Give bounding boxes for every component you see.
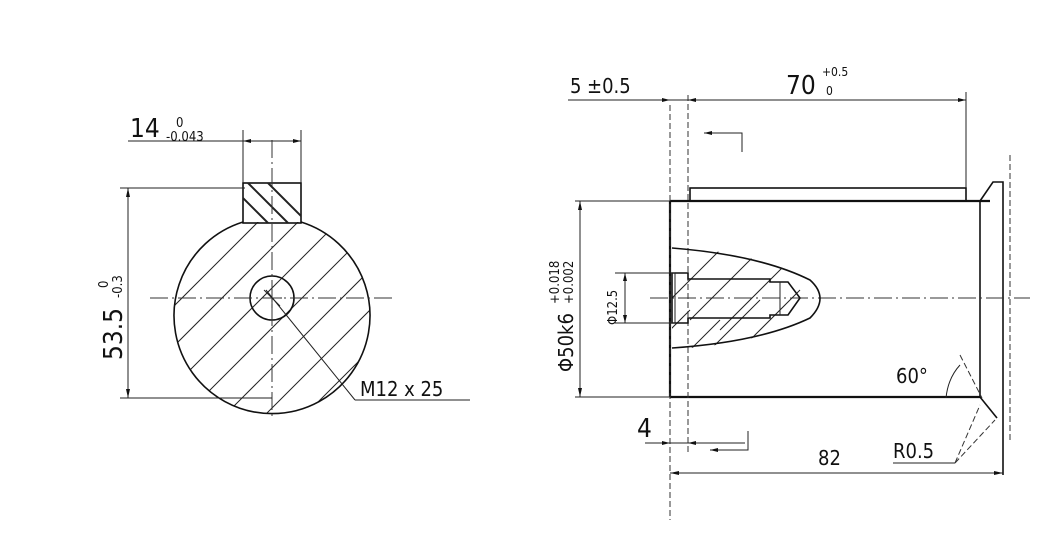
threaded-bore xyxy=(671,272,801,324)
fillet-radius: R0.5 xyxy=(893,439,934,463)
key-width-tol-lower: -0.043 xyxy=(166,130,204,145)
key-height-tol-lower: -0.3 xyxy=(111,275,126,298)
shaft-outline xyxy=(173,221,371,415)
pocket-hatch xyxy=(672,248,811,348)
end-view: 14 0 -0.043 53.5 0 -0.3 M12 x 25 xyxy=(97,114,470,420)
key-hatch xyxy=(243,183,301,223)
key-length-tol-upper: +0.5 xyxy=(822,65,848,79)
thread-callout: M12 x 25 xyxy=(360,377,443,401)
key-width-value: 14 xyxy=(130,114,160,144)
bore-diameter: Φ12.5 xyxy=(606,290,621,325)
shaft-diameter-tol-upper: +0.018 xyxy=(548,261,563,304)
shaft-diameter: Φ50k6 xyxy=(554,313,578,372)
shoulder-outline xyxy=(979,181,1004,475)
end-offset-value: 4 xyxy=(637,414,652,444)
key-length-tol-lower: 0 xyxy=(826,84,833,98)
shaft-length-value: 82 xyxy=(818,446,841,470)
shoulder-offset-tol: ±0.5 xyxy=(587,74,631,98)
chamfer-angle: 60° xyxy=(896,364,928,388)
side-view: Φ12.5 Φ50k6 +0.018 +0.002 5 ±0.5 70 +0.5… xyxy=(548,65,1030,520)
section-pocket-outline xyxy=(671,247,821,349)
key-height-tol-upper: 0 xyxy=(97,281,112,288)
key-profile xyxy=(689,187,967,202)
key-width-tol-upper: 0 xyxy=(176,116,183,131)
key-length-value: 70 xyxy=(786,71,816,101)
section-mark-bottom xyxy=(710,431,749,451)
shaft-diameter-tol-lower: +0.002 xyxy=(562,261,577,304)
section-mark-top xyxy=(704,132,743,152)
key-height-value: 53.5 xyxy=(99,308,129,360)
shoulder-offset-value: 5 xyxy=(570,74,581,98)
shaft-section-hatch xyxy=(174,222,370,414)
